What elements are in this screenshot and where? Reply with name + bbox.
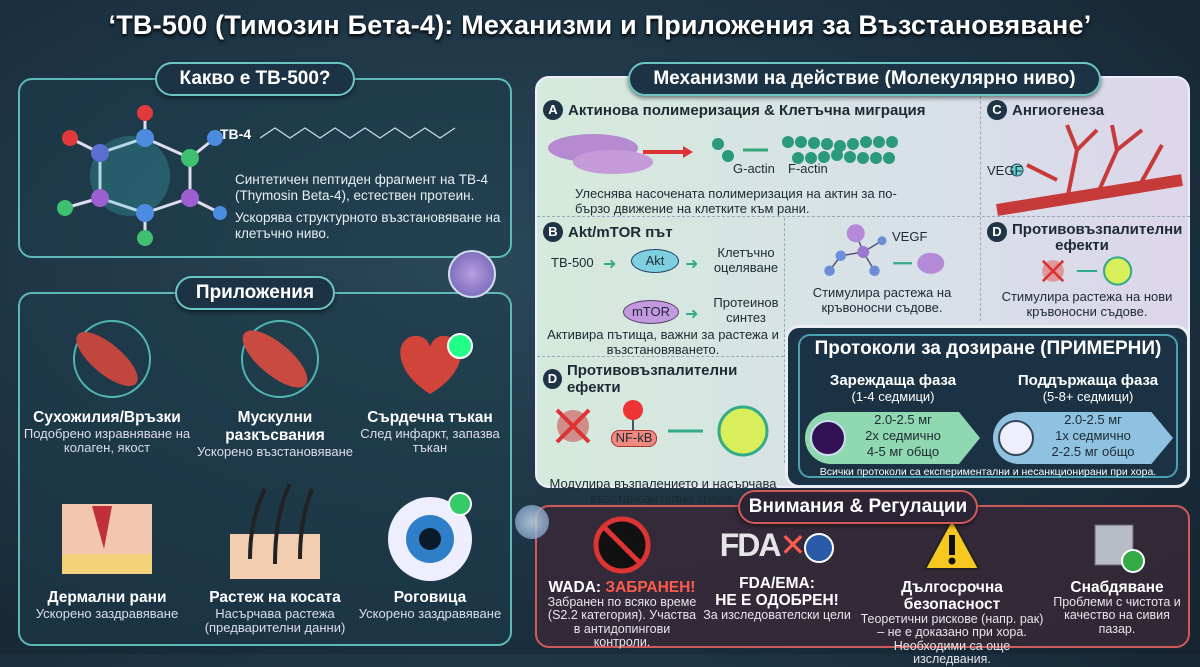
cell-icon	[515, 505, 549, 539]
cell-icon	[448, 250, 496, 298]
dosing-heading: Протоколи за дозиране (ПРИМЕРНИ)	[814, 338, 1162, 359]
vegf-molecule-icon	[824, 224, 945, 276]
fda-ema-logo: FDA✕	[702, 515, 852, 575]
package-check-icon	[1094, 524, 1145, 573]
arrow-icon: ➜	[603, 256, 617, 273]
what-is-heading: Какво е TB-500?	[155, 62, 355, 96]
molecule-icon	[57, 105, 227, 246]
applications-heading: Приложения	[175, 276, 335, 310]
warnings-heading: Внимания & Регулации	[738, 490, 978, 524]
tendon-icon	[73, 320, 151, 398]
what-desc-2: Ускорява структурното възстановяване на …	[235, 210, 501, 241]
banned-icon	[593, 516, 651, 574]
what-desc-1: Синтетичен пептиден фрагмент на TB-4 (Th…	[235, 172, 488, 203]
arrow-icon: ➜	[685, 306, 699, 323]
arrow-icon: ➜	[685, 256, 699, 273]
mech-vegf: VEGF Стимулира растежа на кръвоносни съд…	[787, 222, 977, 315]
what-is-panel: TB-4 Синтетичен пептиден фрагмент на TB-…	[18, 78, 512, 258]
hair-follicle-icon	[230, 483, 320, 579]
dosing-note: Всички протоколи са експериментални и не…	[819, 466, 1157, 478]
supply-warning: Снабдяване Проблеми с чистота и качество…	[1047, 515, 1187, 636]
peptide-structure-icon	[260, 127, 456, 139]
muscle-icon	[241, 320, 319, 398]
maintenance-phase: Поддържаща фаза (5-8+ седмици)	[1017, 372, 1159, 404]
x-mark-icon: ✕	[779, 527, 806, 563]
eye-icon	[388, 492, 472, 581]
molecule-label: TB-4	[220, 126, 252, 142]
syringe-vial-icon	[810, 420, 846, 456]
warning-triangle-icon	[923, 516, 981, 570]
anti-inflammation-icon	[1041, 256, 1133, 286]
blood-vessel-icon	[996, 124, 1183, 216]
fda-warning: FDA✕ FDA/EMA: НЕ Е ОДОБРЕН! За изследова…	[702, 515, 852, 623]
warnings-panel: WADA: ЗАБРАНЕН! Забранен по всяко време …	[535, 505, 1190, 666]
safety-warning: Дългосрочна безопасност Теоретични риско…	[857, 515, 1047, 667]
skin-wound-icon	[62, 504, 152, 574]
ema-seal-icon	[804, 532, 835, 563]
page-title: ‘TB-500 (Тимозин Бета-4): Механизми и Пр…	[108, 10, 1092, 40]
dosing-panel: Протоколи за дозиране (ПРИМЕРНИ) Зарежда…	[785, 325, 1190, 488]
heart-icon	[400, 333, 473, 394]
clock-icon	[998, 420, 1034, 456]
loading-phase: Зареждаща фаза (1-4 седмици)	[829, 372, 957, 404]
mechanisms-heading: Механизми на действие (Молекулярно ниво)	[628, 62, 1101, 96]
actin-migration-icon	[548, 134, 898, 174]
nfkb-inhibition-icon	[555, 400, 769, 457]
wada-warning: WADA: ЗАБРАНЕН! Забранен по всяко време …	[547, 515, 697, 650]
